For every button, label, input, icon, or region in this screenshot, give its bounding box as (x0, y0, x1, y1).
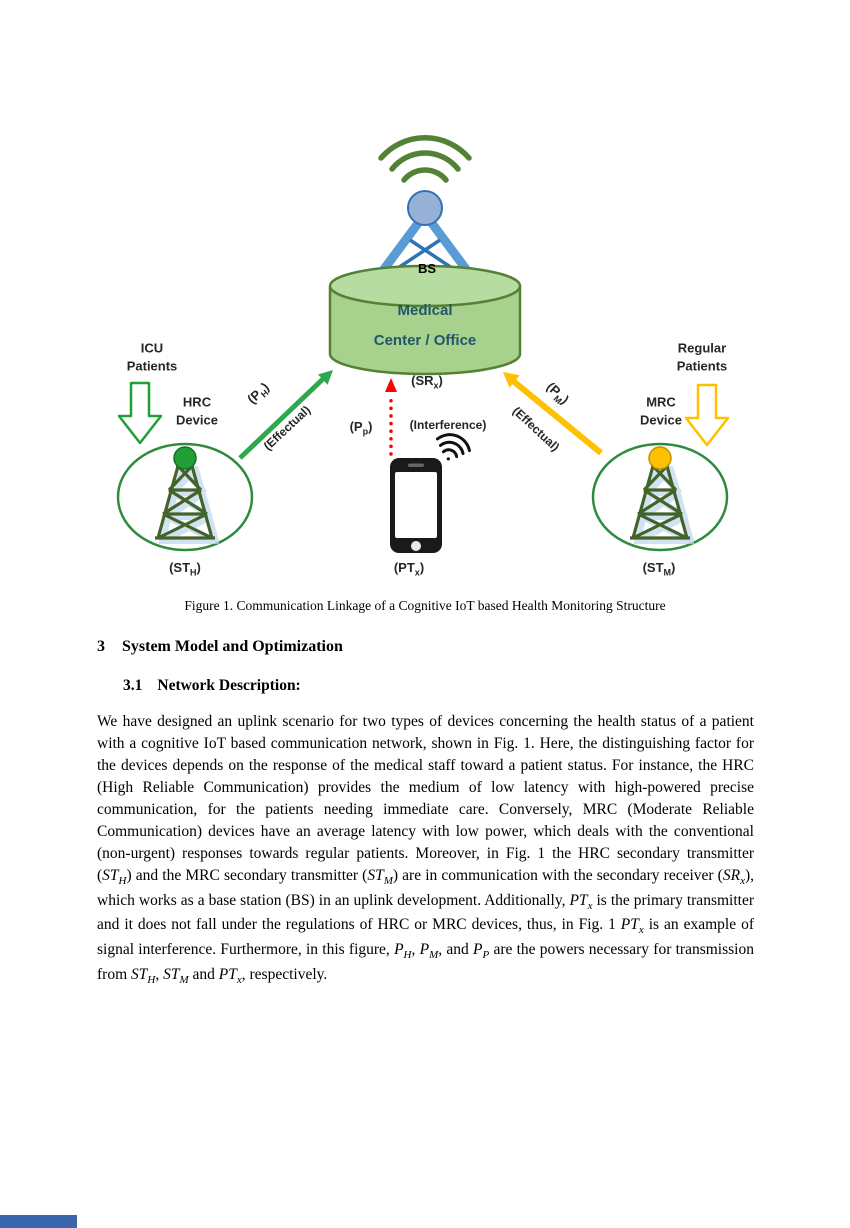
ptx-label: (PTx) (393, 560, 425, 578)
subsection-number: 3.1 (123, 677, 143, 694)
regular-patients-label: Regular Patients (676, 340, 728, 373)
bs-label: BS (417, 261, 437, 277)
section-heading: 3 System Model and Optimization (97, 638, 850, 656)
paper-page: { "figure": { "bs": { "label": "BS", "ce… (0, 128, 850, 1228)
interference-label: (Interference) (409, 417, 487, 432)
medical-center-label-line1: Medical (397, 301, 453, 319)
hrc-tower-icon (155, 446, 219, 544)
figure-caption: Figure 1. Communication Linkage of a Cog… (184, 598, 666, 613)
figure-diagram (116, 135, 730, 553)
icu-patients-label: ICU Patients (126, 340, 178, 373)
pp-power-label: (Pp) (349, 419, 373, 437)
icu-down-arrow-icon (117, 381, 163, 445)
green-uplink-arrow (238, 370, 333, 460)
footer-bar (0, 1215, 77, 1228)
medical-center-label-line2: Center / Office (373, 331, 477, 349)
mrc-tower-icon (630, 446, 694, 544)
hrc-transmitter-ellipse (116, 442, 254, 552)
subsection-title: Network Description: (157, 677, 301, 694)
srx-label: (SRx) (411, 373, 443, 391)
red-interference-arrow (385, 378, 397, 456)
mrc-transmitter-ellipse (591, 442, 729, 552)
primary-phone-icon (390, 458, 442, 553)
yellow-uplink-arrow (503, 372, 603, 456)
body-paragraph: We have designed an uplink scenario for … (97, 713, 755, 986)
regular-down-arrow-icon (684, 383, 730, 447)
figure-1: BS Medical Center / Office (SRx) ICU Pat… (0, 128, 850, 586)
section-title: System Model and Optimization (122, 638, 343, 655)
mrc-device-label: MRC Device (640, 394, 682, 427)
phone-wifi-icon (435, 433, 471, 461)
stm-label: (STM) (642, 560, 676, 578)
hrc-device-label: HRC Device (176, 394, 218, 427)
subsection-heading: 3.1 Network Description: (123, 677, 850, 695)
sth-label: (STH) (169, 560, 201, 578)
bs-wifi-icon (378, 135, 472, 183)
section-number: 3 (97, 638, 105, 655)
medical-center-cylinder (328, 264, 522, 376)
